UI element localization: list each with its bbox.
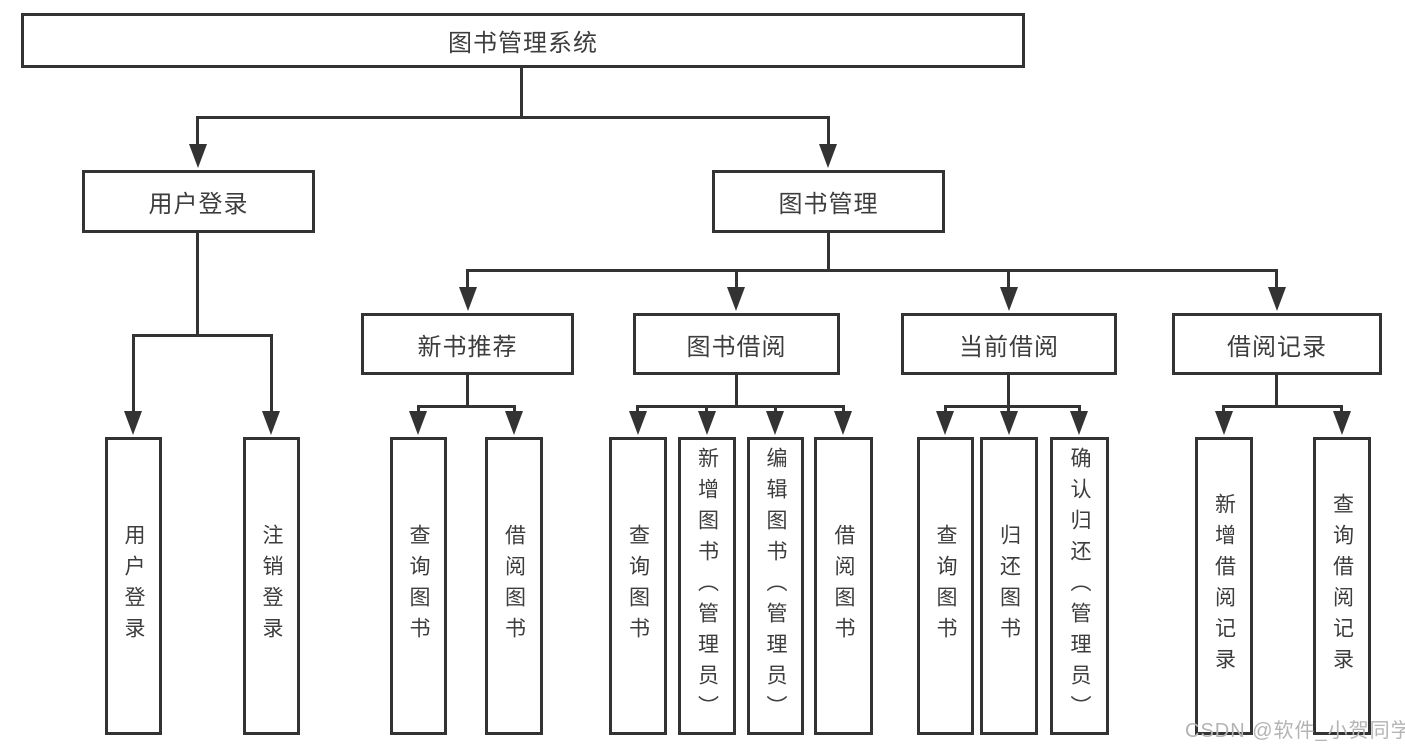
arrowhead-icon: [189, 144, 207, 168]
leaf-add-borrow-record: 新增借阅记录: [1195, 437, 1253, 735]
leaf-label: 新增图书（管理员）: [695, 446, 719, 726]
connector-line: [466, 269, 1278, 272]
leaf-add-books-admin: 新增图书（管理员）: [678, 437, 736, 735]
arrowhead-icon: [1070, 411, 1088, 435]
arrowhead-icon: [936, 411, 954, 435]
leaf-borrow-books-recommend: 借阅图书: [485, 437, 543, 735]
connector-line: [466, 375, 469, 407]
leaf-label: 查询借阅记录: [1330, 493, 1354, 679]
connector-line: [774, 405, 777, 413]
arrowhead-icon: [124, 411, 142, 435]
leaf-query-borrow-record: 查询借阅记录: [1313, 437, 1371, 735]
node-library-management-system: 图书管理系统: [21, 13, 1025, 68]
leaf-query-books-current: 查询图书: [917, 437, 974, 735]
arrowhead-icon: [766, 411, 784, 435]
arrowhead-icon: [727, 287, 745, 311]
connector-line: [944, 405, 1080, 408]
node-label: 用户登录: [148, 191, 249, 218]
connector-line: [1007, 405, 1010, 413]
node-current-borrowing: 当前借阅: [901, 313, 1117, 375]
node-label: 借阅记录: [1227, 333, 1327, 361]
leaf-query-books-recommend: 查询图书: [390, 437, 447, 735]
arrowhead-icon: [262, 411, 280, 435]
arrowhead-icon: [698, 411, 716, 435]
connector-line: [1275, 375, 1278, 407]
connector-line: [842, 405, 845, 413]
node-label: 当前借阅: [959, 333, 1059, 361]
leaf-query-books-borrowing: 查询图书: [609, 437, 667, 735]
connector-line: [735, 269, 738, 291]
connector-line: [520, 68, 523, 117]
connector-line: [417, 405, 420, 413]
connector-line: [1222, 405, 1343, 408]
leaf-confirm-return-admin: 确认归还（管理员）: [1050, 437, 1109, 735]
arrowhead-icon: [459, 287, 477, 311]
arrowhead-icon: [409, 411, 427, 435]
connector-line: [1222, 405, 1225, 413]
leaf-label: 新增借阅记录: [1212, 493, 1236, 679]
node-user-login: 用户登录: [82, 170, 315, 233]
leaf-label: 确认归还（管理员）: [1068, 446, 1091, 726]
connector-line: [417, 405, 516, 408]
connector-line: [196, 116, 199, 148]
node-label: 图书借阅: [686, 333, 787, 361]
connector-line: [132, 334, 273, 337]
connector-line: [270, 334, 273, 412]
connector-line: [636, 405, 639, 413]
leaf-logout: 注销登录: [243, 437, 300, 735]
connector-line: [735, 375, 738, 407]
arrowhead-icon: [1000, 287, 1018, 311]
node-label: 新书推荐: [417, 333, 518, 361]
leaf-return-books: 归还图书: [980, 437, 1038, 735]
connector-line: [513, 405, 516, 413]
connector-line: [1340, 405, 1343, 413]
leaf-label: 查询图书: [407, 524, 430, 648]
arrowhead-icon: [1333, 411, 1351, 435]
connector-line: [197, 116, 830, 119]
connector-line: [196, 233, 199, 336]
arrowhead-icon: [1000, 411, 1018, 435]
connector-line: [827, 116, 830, 148]
leaf-label: 注销登录: [260, 524, 283, 648]
connector-line: [827, 233, 830, 272]
node-new-book-recommendation: 新书推荐: [361, 313, 574, 375]
node-book-borrowing: 图书借阅: [633, 313, 840, 375]
connector-line: [705, 405, 708, 413]
arrowhead-icon: [1215, 411, 1233, 435]
node-book-management: 图书管理: [712, 170, 945, 233]
leaf-borrow-books: 借阅图书: [814, 437, 873, 735]
connector-line: [1007, 269, 1010, 291]
connector-line: [1078, 405, 1081, 413]
leaf-label: 借阅图书: [502, 524, 526, 648]
node-label: 图书管理: [778, 191, 879, 218]
connector-line: [466, 269, 469, 291]
arrowhead-icon: [834, 411, 852, 435]
connector-line: [1007, 375, 1010, 407]
arrowhead-icon: [505, 411, 523, 435]
connector-line: [1275, 269, 1278, 291]
connector-line: [944, 405, 947, 413]
arrowhead-icon: [819, 144, 837, 168]
connector-line: [636, 405, 845, 408]
leaf-user-login: 用户登录: [105, 437, 162, 735]
leaf-label: 用户登录: [122, 524, 145, 648]
arrowhead-icon: [1268, 287, 1286, 311]
node-label: 图书管理系统: [448, 30, 598, 57]
leaf-label: 查询图书: [934, 524, 957, 648]
watermark: CSDN @软件_小贺同学: [1185, 720, 1405, 742]
leaf-label: 归还图书: [997, 524, 1021, 648]
arrowhead-icon: [629, 411, 647, 435]
leaf-edit-books-admin: 编辑图书（管理员）: [747, 437, 804, 735]
connector-line: [132, 334, 135, 412]
node-borrowing-records: 借阅记录: [1172, 313, 1382, 375]
leaf-label: 编辑图书（管理员）: [764, 446, 787, 726]
leaf-label: 查询图书: [626, 524, 650, 648]
leaf-label: 借阅图书: [832, 524, 855, 648]
